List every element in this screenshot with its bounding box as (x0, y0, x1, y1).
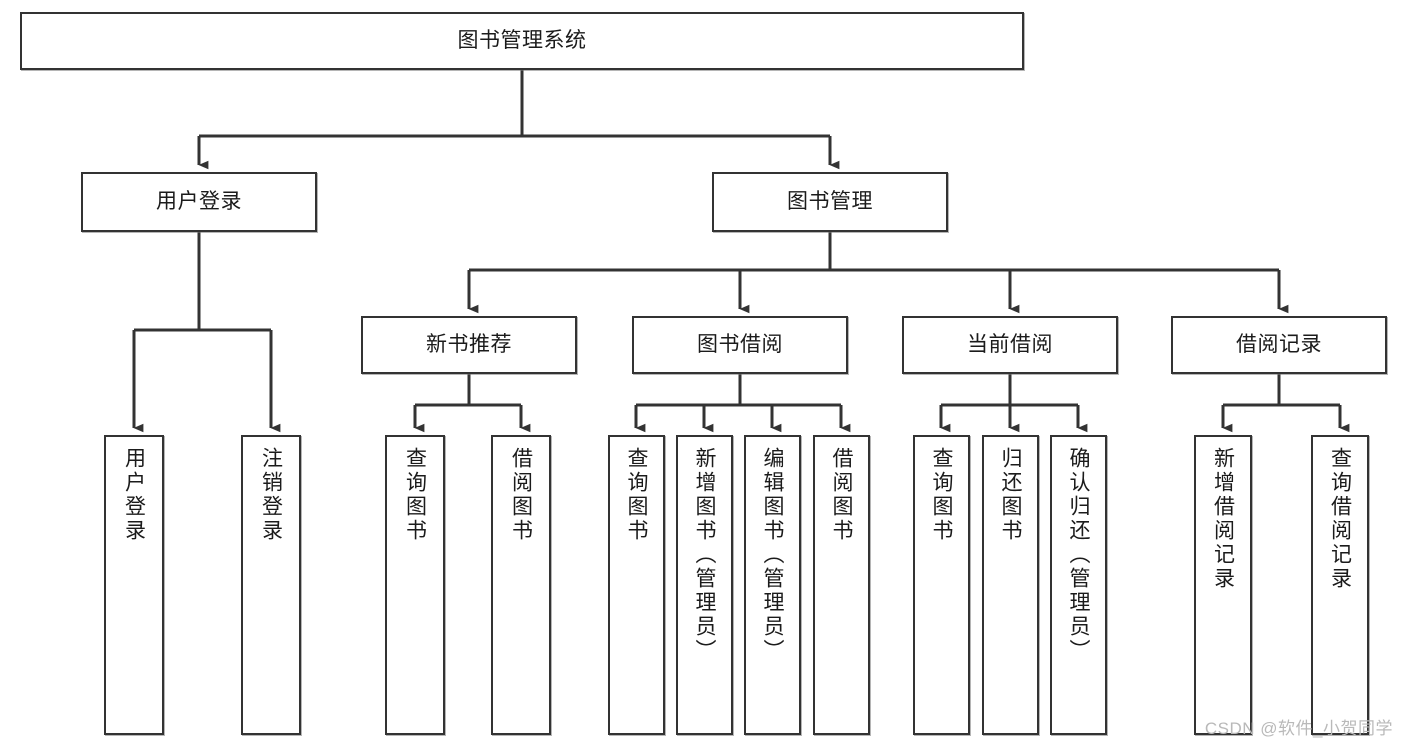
node-leaf-return-book[interactable]: 归还图书 (982, 435, 1039, 735)
node-leaf-return-book-label: 归还图书 (999, 447, 1022, 543)
node-new-book-rec-label: 新书推荐 (426, 332, 512, 356)
node-root-label: 图书管理系统 (457, 28, 587, 52)
node-leaf-borrow-book-a[interactable]: 借阅图书 (491, 435, 551, 735)
node-leaf-query-book-a[interactable]: 查询图书 (385, 435, 445, 735)
node-book-borrow[interactable]: 图书借阅 (632, 316, 848, 374)
node-new-book-rec[interactable]: 新书推荐 (361, 316, 577, 374)
node-leaf-borrow-book-a-label: 借阅图书 (509, 447, 533, 543)
node-leaf-add-book-label: 新增图书（管理员） (693, 447, 716, 663)
node-leaf-query-book-c[interactable]: 查询图书 (913, 435, 970, 735)
node-leaf-query-record[interactable]: 查询借阅记录 (1311, 435, 1369, 735)
node-leaf-borrow-book-b-label: 借阅图书 (830, 447, 853, 543)
node-current-borrow[interactable]: 当前借阅 (902, 316, 1118, 374)
node-leaf-edit-book-label: 编辑图书（管理员） (761, 447, 784, 663)
node-leaf-query-book-b[interactable]: 查询图书 (608, 435, 665, 735)
node-user-login[interactable]: 用户登录 (81, 172, 317, 232)
node-leaf-add-book[interactable]: 新增图书（管理员） (676, 435, 733, 735)
node-book-manage-label: 图书管理 (787, 189, 873, 213)
node-leaf-add-record-label: 新增借阅记录 (1211, 447, 1235, 591)
node-borrow-record-label: 借阅记录 (1236, 332, 1322, 356)
node-leaf-add-record[interactable]: 新增借阅记录 (1194, 435, 1252, 735)
node-leaf-confirm-return[interactable]: 确认归还（管理员） (1050, 435, 1107, 735)
node-borrow-record[interactable]: 借阅记录 (1171, 316, 1387, 374)
node-leaf-query-record-label: 查询借阅记录 (1328, 447, 1352, 591)
node-root[interactable]: 图书管理系统 (20, 12, 1024, 70)
node-leaf-user-login-label: 用户登录 (122, 447, 146, 543)
node-leaf-query-book-c-label: 查询图书 (930, 447, 953, 543)
node-leaf-borrow-book-b[interactable]: 借阅图书 (813, 435, 870, 735)
node-leaf-user-login[interactable]: 用户登录 (104, 435, 164, 735)
node-book-manage[interactable]: 图书管理 (712, 172, 948, 232)
node-book-borrow-label: 图书借阅 (697, 332, 783, 356)
node-leaf-logout[interactable]: 注销登录 (241, 435, 301, 735)
node-leaf-logout-label: 注销登录 (259, 447, 283, 543)
node-leaf-edit-book[interactable]: 编辑图书（管理员） (744, 435, 801, 735)
node-leaf-query-book-b-label: 查询图书 (625, 447, 648, 543)
node-leaf-query-book-a-label: 查询图书 (403, 447, 427, 543)
node-user-login-label: 用户登录 (156, 189, 242, 213)
node-leaf-confirm-return-label: 确认归还（管理员） (1067, 447, 1090, 663)
node-current-borrow-label: 当前借阅 (967, 332, 1053, 356)
